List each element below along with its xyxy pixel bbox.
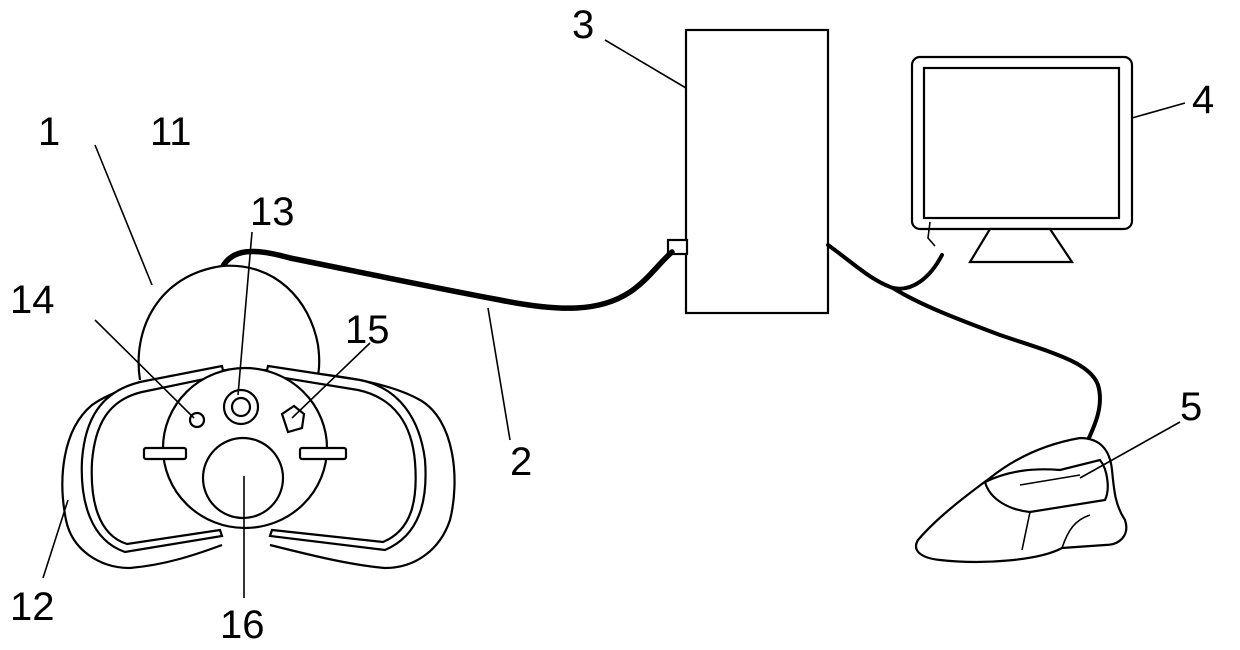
label-15: 15 <box>345 308 390 352</box>
right-handle <box>300 448 346 459</box>
leader-12 <box>43 500 68 578</box>
left-handle <box>144 448 186 459</box>
main-device <box>62 266 454 568</box>
label-2: 2 <box>510 440 532 484</box>
leader-3 <box>605 40 686 88</box>
label-4: 4 <box>1192 78 1214 122</box>
leader-1 <box>95 145 152 285</box>
monitor-screen <box>924 68 1119 218</box>
foot-unit <box>916 438 1126 562</box>
monitor-stand <box>970 229 1072 262</box>
host-box <box>686 30 828 313</box>
label-12: 12 <box>10 585 55 629</box>
label-13: 13 <box>250 190 295 234</box>
cable-monitor <box>828 245 942 289</box>
label-11: 11 <box>150 110 192 154</box>
label-3: 3 <box>572 3 594 47</box>
label-16: 16 <box>220 603 265 647</box>
leader-2 <box>488 308 510 440</box>
label-1: 1 <box>38 110 60 154</box>
lower-circle <box>203 438 283 518</box>
monitor <box>912 57 1132 262</box>
head-part <box>139 266 320 382</box>
leader-4 <box>1132 103 1185 118</box>
cable-foot <box>893 288 1100 440</box>
label-5: 5 <box>1180 385 1202 429</box>
label-14: 14 <box>10 278 55 322</box>
